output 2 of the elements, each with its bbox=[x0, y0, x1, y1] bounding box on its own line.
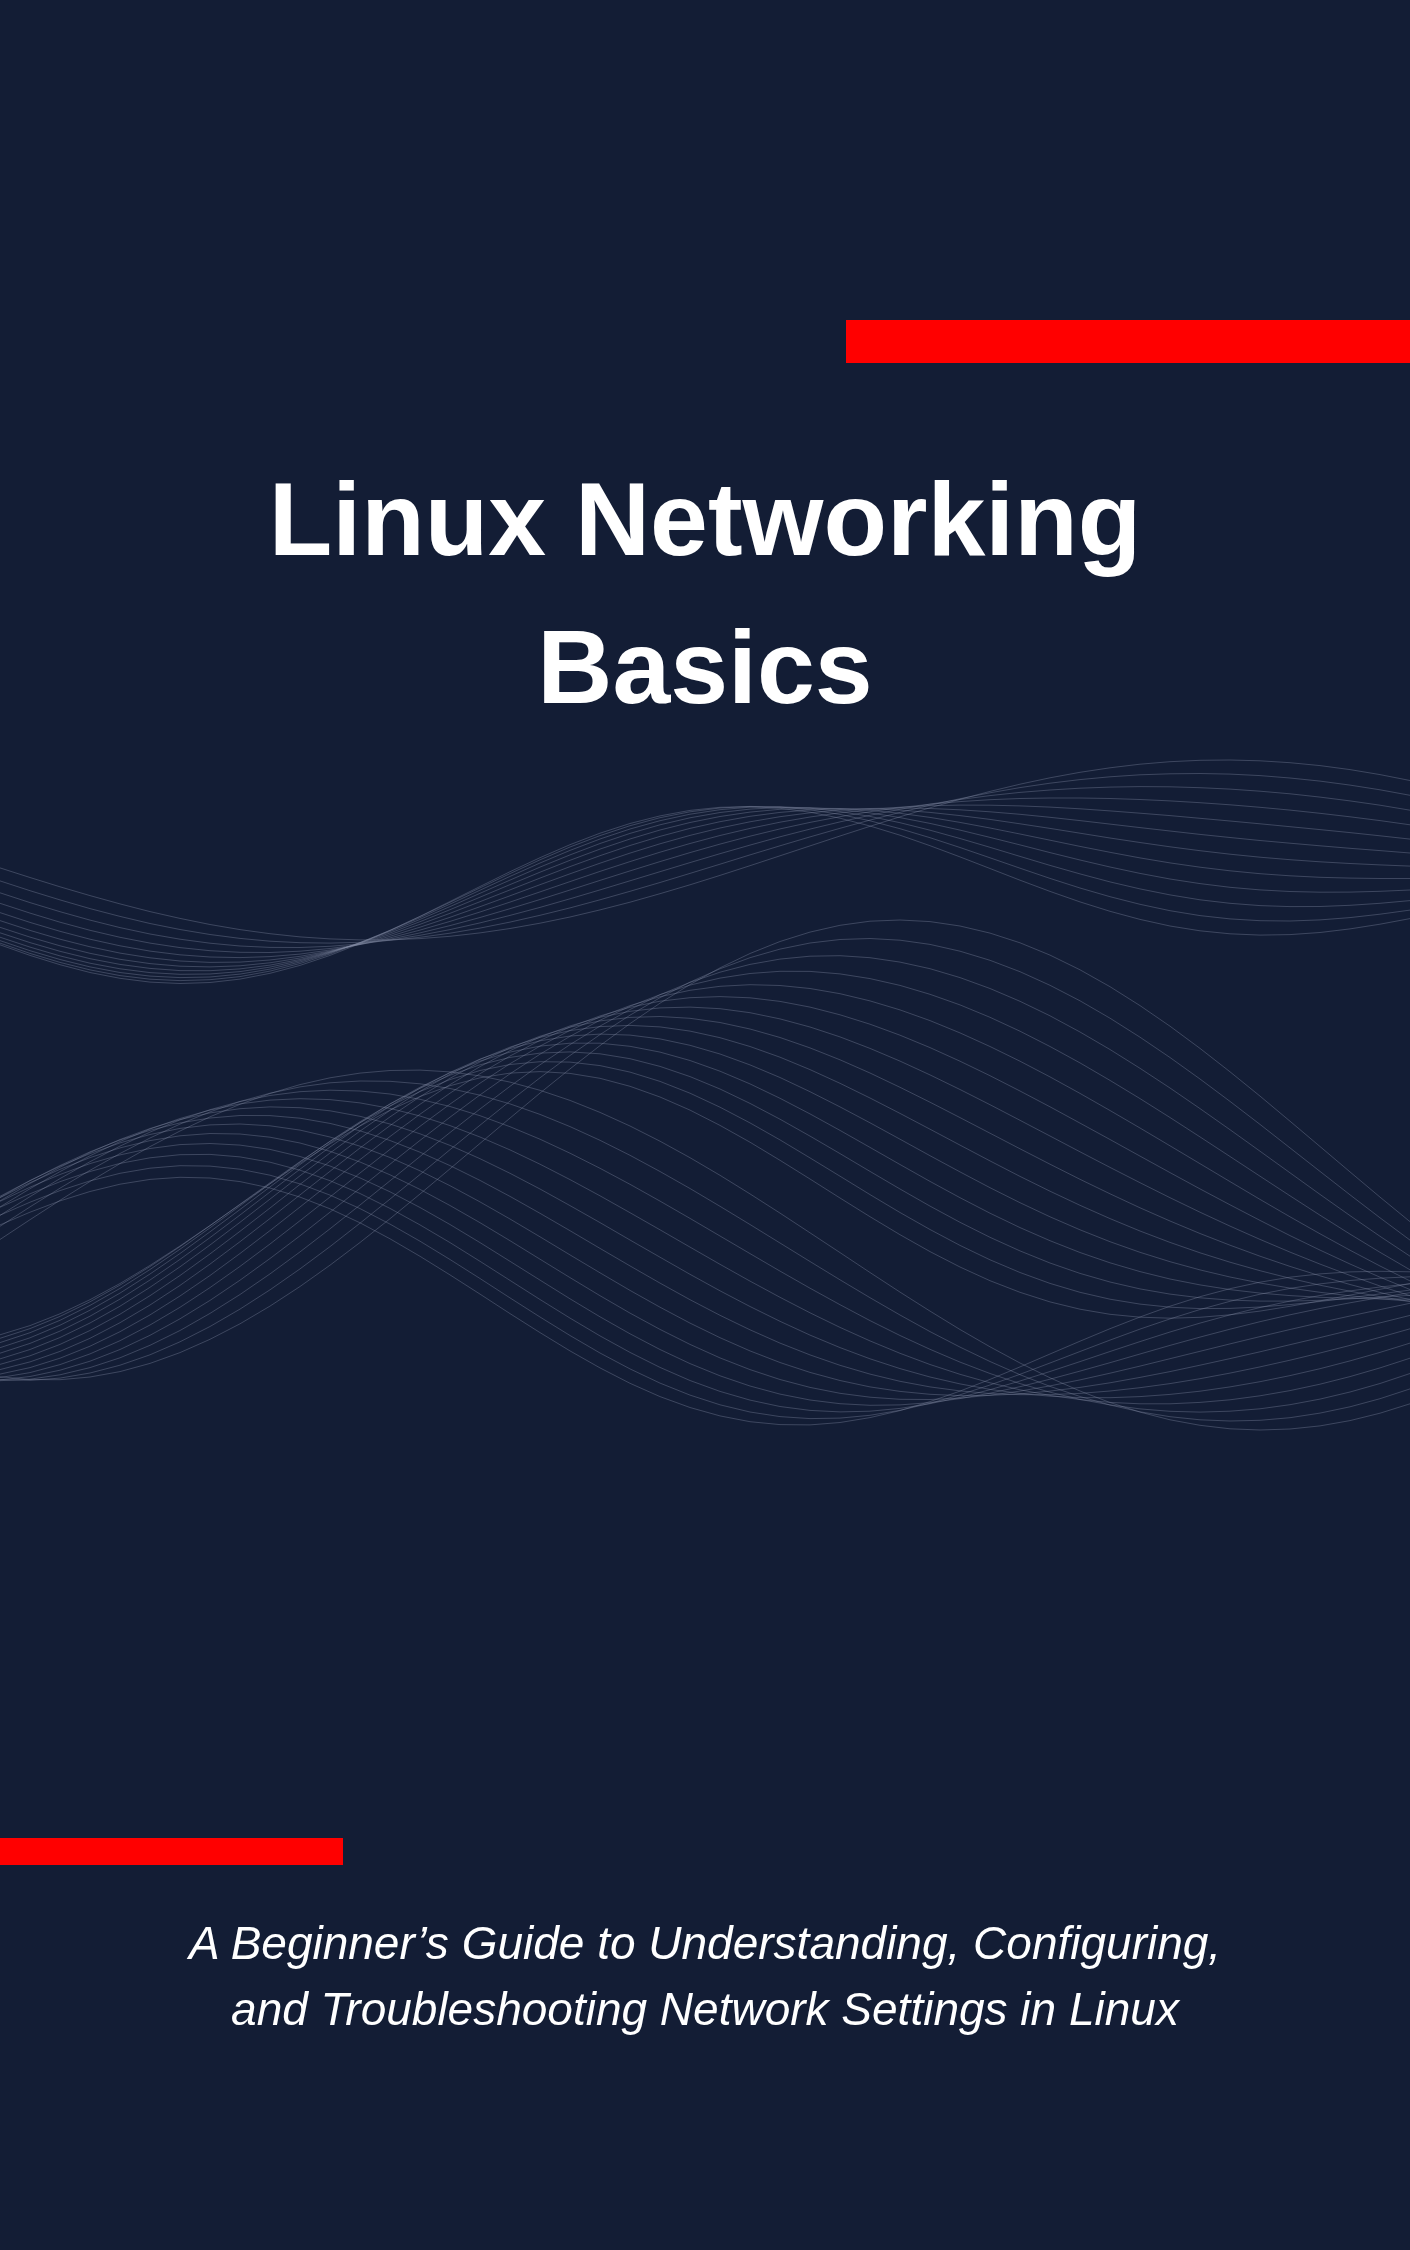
cover-subtitle: A Beginner’s Guide to Understanding, Configuring, and Troubleshooting Network Settings in Linux bbox=[186, 1916, 1223, 2037]
cover-title: Linux Networking Basics bbox=[267, 460, 1143, 727]
